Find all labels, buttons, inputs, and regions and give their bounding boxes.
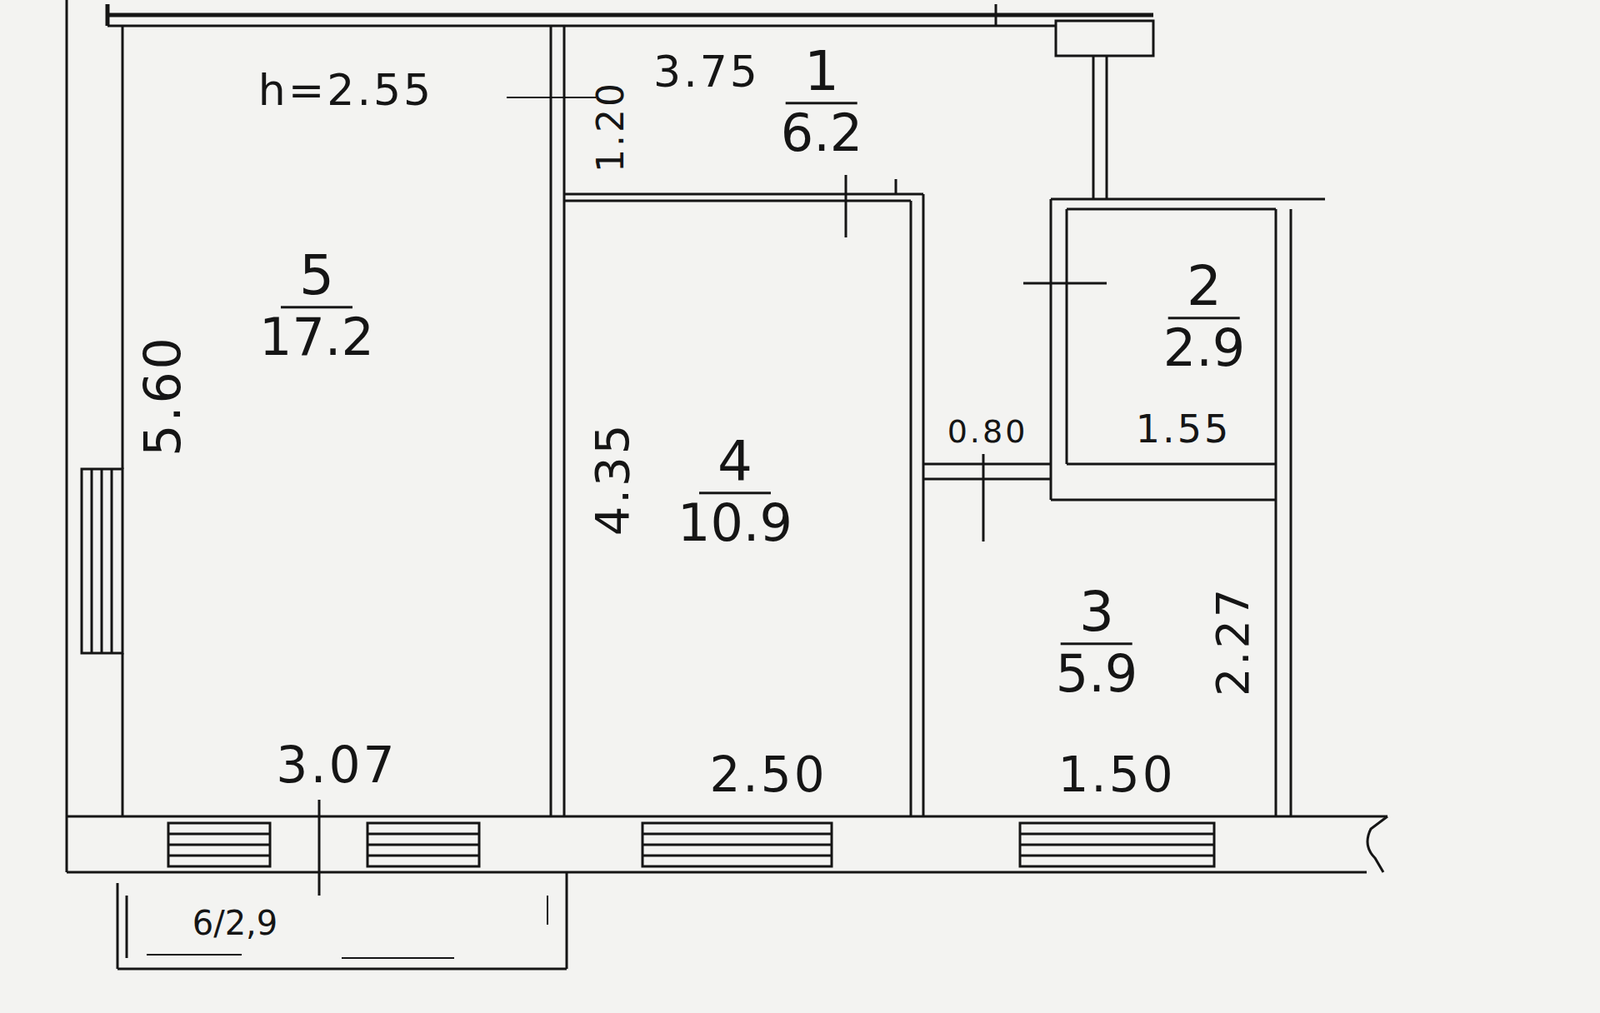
dimension-label: 1.55	[1135, 410, 1231, 449]
walls	[66, 0, 1388, 970]
room-label: 22.9	[1163, 257, 1246, 375]
room-label: 6/2,9	[192, 905, 279, 941]
room-label: 410.9	[677, 432, 793, 550]
hall-room: 16.2	[564, 25, 1056, 195]
room-number: 1	[785, 42, 858, 105]
room-area: 17.2	[259, 309, 375, 365]
room-number: 3	[1060, 583, 1133, 645]
dimension-label: h=2.55	[258, 68, 434, 112]
balcony: 6/2,9	[117, 877, 567, 970]
dimension-label: 3.07	[275, 740, 398, 790]
room-area: 5.9	[1055, 645, 1139, 702]
dimension-label: 5.60	[137, 335, 188, 457]
dimension-label: 1.20	[592, 80, 630, 173]
dimension-label: 2.27	[1210, 586, 1256, 697]
room-number: 2	[1168, 257, 1240, 320]
balcony-label: 6/2,9	[192, 905, 279, 941]
room-area: 6.2	[780, 105, 864, 161]
dimension-label: 2.50	[709, 750, 827, 800]
room-number: 5	[280, 246, 353, 309]
room-label: 35.9	[1055, 583, 1139, 701]
room-area: 10.9	[677, 495, 793, 551]
dimension-label: 3.75	[653, 50, 760, 94]
room-label: 16.2	[780, 42, 864, 160]
dimension-label: 4.35	[589, 422, 636, 537]
dimension-label: 1.50	[1057, 750, 1175, 800]
room-area: 2.9	[1163, 320, 1246, 376]
dimension-label: 0.80	[947, 415, 1029, 448]
room-label: 517.2	[259, 246, 375, 365]
room-number: 4	[699, 432, 771, 495]
